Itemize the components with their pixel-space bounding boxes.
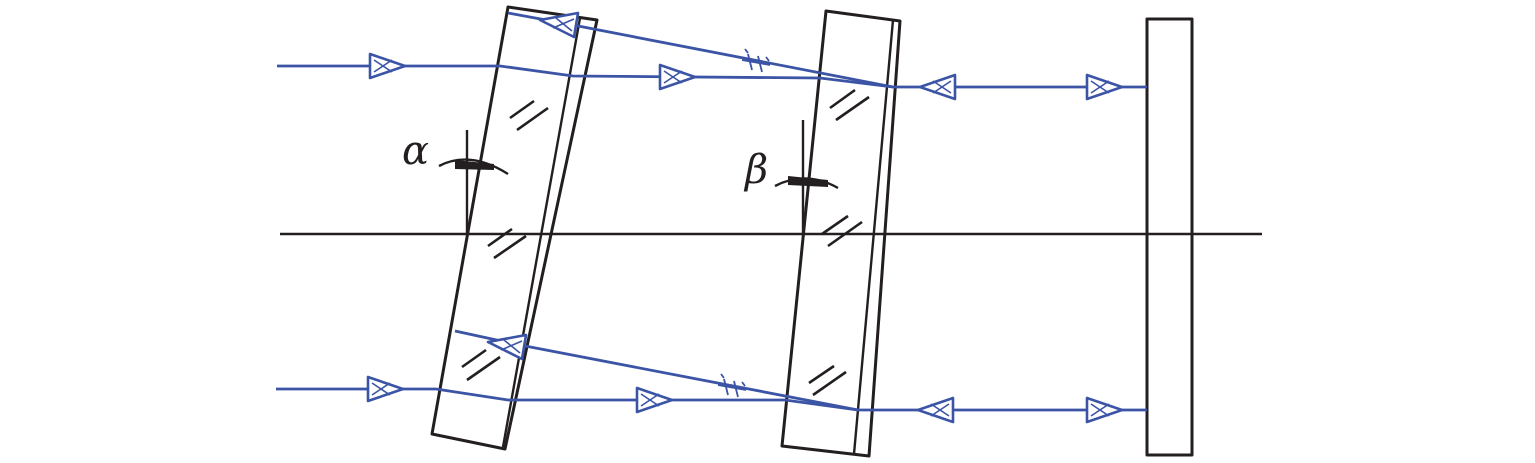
arrow-left-2 — [538, 11, 580, 39]
alpha-label: α — [402, 128, 429, 174]
end-mirror — [1145, 17, 1194, 457]
arrow-left-3 — [916, 396, 955, 424]
arrow-spark-2 — [717, 373, 747, 398]
arrow-left-4 — [486, 333, 528, 361]
arrow-right-4 — [366, 375, 405, 403]
arrow-right-3 — [1085, 73, 1124, 101]
arrow-right-6 — [1085, 396, 1124, 424]
arrow-right-5 — [635, 386, 674, 414]
lower-ray-arrows — [366, 333, 1124, 424]
second-wedge — [780, 9, 902, 458]
arrow-right-2 — [658, 63, 697, 91]
arrow-left-1 — [918, 73, 957, 101]
upper-ray-arrows — [368, 11, 1124, 101]
arrow-right-1 — [368, 52, 407, 80]
beta-label: β — [743, 147, 768, 193]
first-wedge — [430, 5, 599, 451]
alpha-angle-marker: α — [402, 128, 509, 234]
beta-angle-marker: β — [743, 120, 839, 234]
upper-ray — [277, 11, 1147, 89]
arrow-spark-1 — [741, 48, 771, 73]
lower-ray — [276, 329, 1147, 412]
glass-hatch-marks — [461, 88, 870, 397]
